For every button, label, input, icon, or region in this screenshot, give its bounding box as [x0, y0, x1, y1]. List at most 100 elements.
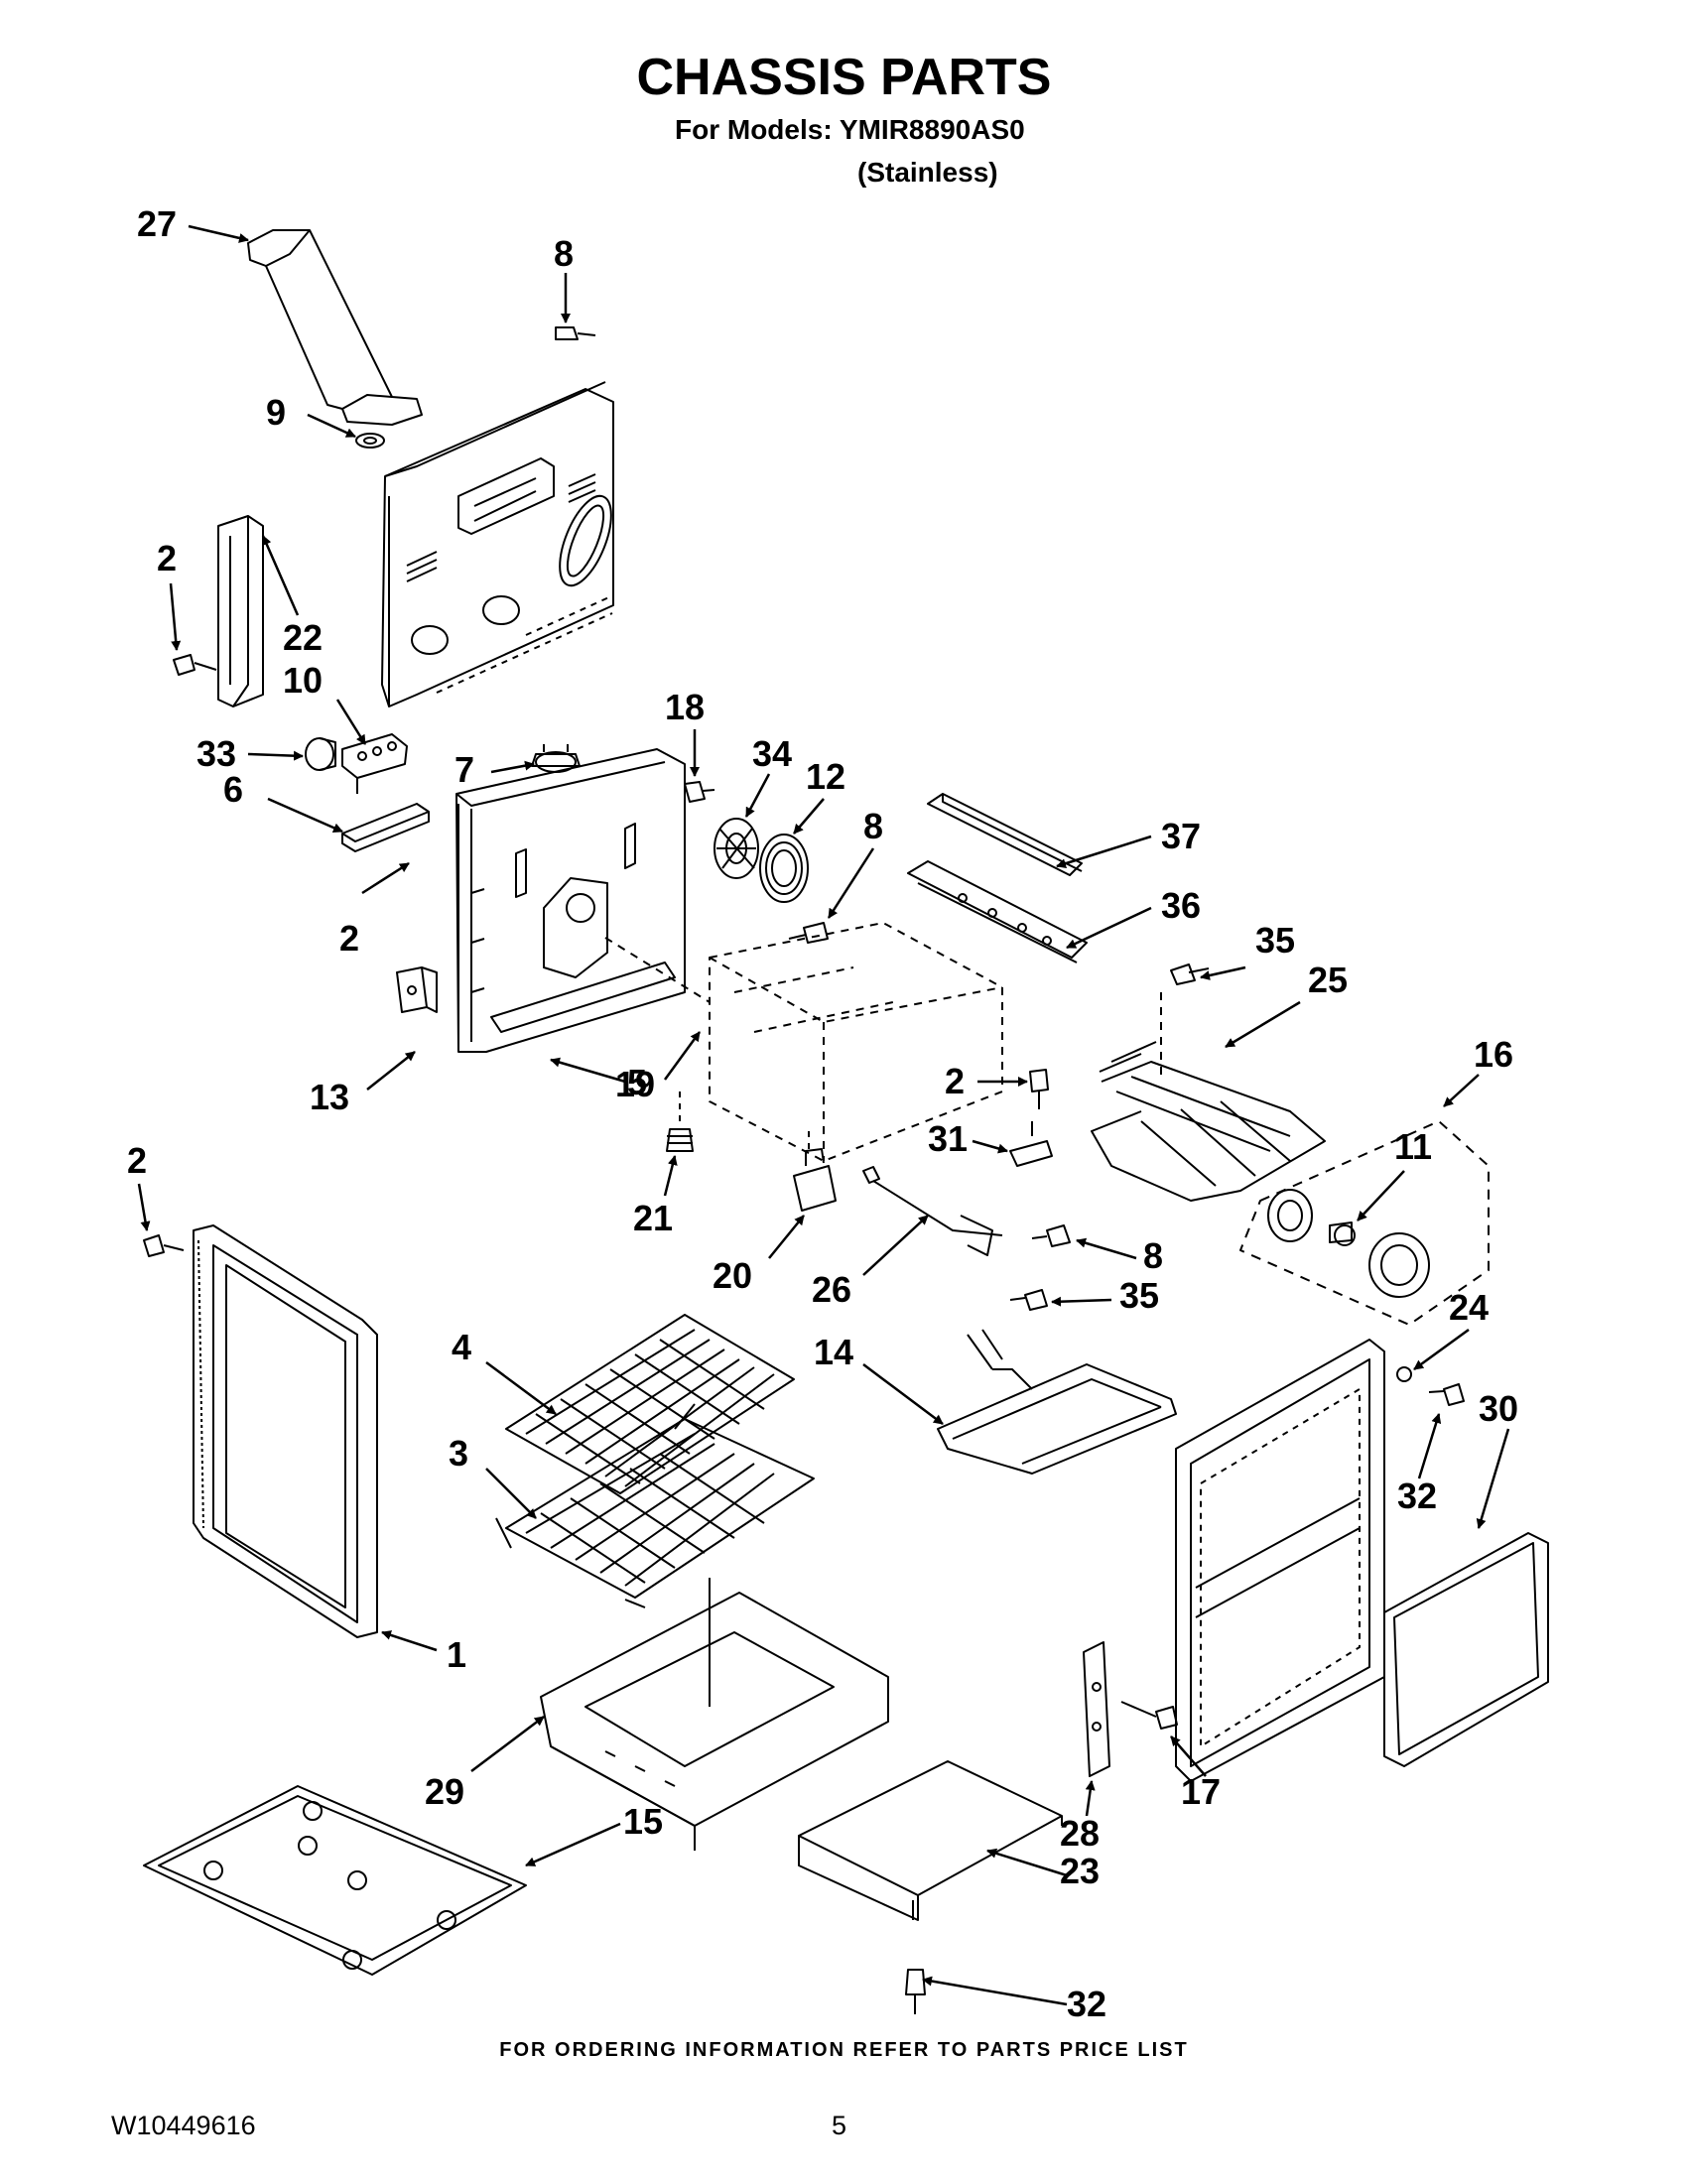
part-23-drawer-bottom — [798, 1760, 1063, 1921]
part-2-screw-middle — [1029, 1069, 1049, 1109]
page-title: CHASSIS PARTS — [636, 49, 1052, 106]
part-9-grommet — [355, 433, 385, 449]
leader-6 — [267, 797, 343, 834]
callout-20: 20 — [713, 1255, 752, 1296]
callout-10: 10 — [283, 660, 323, 701]
leader-29 — [470, 1716, 545, 1772]
leader-12 — [793, 798, 825, 835]
leader-15 — [525, 1822, 621, 1867]
part-8-screw-top — [555, 326, 596, 340]
leader-35a — [1200, 965, 1246, 980]
callout-22: 22 — [283, 617, 323, 658]
part-31-clip — [1009, 1121, 1053, 1167]
leader-21 — [663, 1155, 678, 1197]
callout-30: 30 — [1479, 1388, 1518, 1429]
leader-37 — [1056, 835, 1152, 869]
callout-33: 33 — [196, 733, 236, 774]
document-number: W10449616 — [111, 2111, 256, 2140]
callout-9: 9 — [266, 392, 286, 433]
callout-36: 36 — [1161, 885, 1201, 926]
part-15-drawer-pan — [143, 1785, 527, 1976]
callout-2: 2 — [945, 1061, 965, 1101]
part-36-bracket — [907, 860, 1088, 964]
callout-32: 32 — [1397, 1476, 1437, 1516]
part-16-light-assembly — [1239, 1120, 1490, 1326]
leader-22 — [261, 535, 300, 616]
leader-10 — [335, 699, 367, 745]
leader-28 — [1085, 1780, 1096, 1817]
callout-19: 19 — [615, 1064, 655, 1104]
callout-2: 2 — [127, 1140, 147, 1181]
part-22-side-bracket — [217, 515, 264, 707]
leader-19 — [663, 1031, 702, 1081]
part-6-channel — [341, 803, 430, 852]
callout-7: 7 — [454, 749, 474, 790]
leader-1 — [381, 1630, 438, 1652]
callout-3: 3 — [449, 1433, 468, 1474]
leader-2a — [169, 582, 182, 651]
leader-36 — [1066, 906, 1152, 950]
leader-30 — [1476, 1428, 1510, 1529]
callout-23: 23 — [1060, 1851, 1100, 1891]
part-29-drawer-frame — [540, 1578, 889, 1851]
part-27-bracket — [247, 229, 423, 426]
leader-16 — [1443, 1074, 1480, 1107]
part-35-screw-lower — [1009, 1289, 1048, 1311]
callout-35: 35 — [1119, 1275, 1159, 1316]
leader-27 — [188, 224, 249, 243]
callout-28: 28 — [1060, 1813, 1100, 1854]
leader-2b — [361, 861, 410, 895]
part-12-fan-cover — [759, 834, 809, 903]
callout-2: 2 — [157, 538, 177, 578]
part-18-sensor — [684, 781, 715, 803]
oven-front-frame — [455, 748, 686, 1053]
callout-37: 37 — [1161, 816, 1201, 856]
leader-24 — [1413, 1328, 1470, 1371]
callout-8: 8 — [554, 233, 574, 274]
part-17-screw — [1120, 1701, 1178, 1730]
leader-8b — [827, 847, 875, 919]
variant-label: (Stainless) — [857, 157, 998, 188]
part-33-knob — [305, 737, 336, 771]
part-20-latch — [793, 1131, 837, 1212]
leader-8c — [1076, 1237, 1137, 1260]
callout-11: 11 — [1394, 1126, 1432, 1167]
part-28-hinge-receiver — [1083, 1641, 1110, 1777]
part-30-gasket — [1383, 1532, 1549, 1767]
part-10-terminal-block — [341, 733, 408, 794]
leader-23 — [986, 1848, 1068, 1877]
models-line: For Models: YMIR8890AS0 — [675, 114, 1025, 145]
leader-31 — [972, 1139, 1008, 1154]
part-25-broil-element — [1091, 992, 1326, 1202]
callout-35: 35 — [1255, 920, 1295, 961]
part-8-screw-fan — [788, 922, 829, 944]
leader-33 — [247, 750, 304, 761]
leader-2d — [137, 1183, 151, 1231]
part-13-hinge — [396, 966, 438, 1013]
callout-17: 17 — [1181, 1771, 1221, 1812]
leader-5 — [550, 1057, 626, 1084]
leader-20 — [768, 1215, 805, 1259]
callout-4: 4 — [452, 1327, 471, 1367]
part-32-screw-bottom — [905, 1969, 926, 2014]
part-4-oven-rack — [505, 1314, 795, 1494]
leader-9 — [307, 413, 356, 439]
callout-8: 8 — [1143, 1235, 1163, 1276]
leader-17 — [1170, 1735, 1207, 1777]
callout-25: 25 — [1308, 960, 1348, 1000]
part-37-strip — [927, 793, 1083, 876]
page-number: 5 — [832, 2111, 847, 2140]
callout-12: 12 — [806, 756, 845, 797]
callout-31: 31 — [928, 1118, 968, 1159]
leader-26 — [862, 1215, 929, 1276]
leader-32b — [922, 1976, 1068, 2006]
callout-1: 1 — [447, 1634, 466, 1675]
callout-5: 5 — [627, 1062, 647, 1102]
callout-32: 32 — [1067, 1984, 1106, 2024]
callout-16: 16 — [1474, 1034, 1513, 1075]
callout-8: 8 — [863, 806, 883, 846]
part-32-screw-right — [1428, 1383, 1465, 1406]
leader-35b — [1051, 1296, 1112, 1307]
leader-11 — [1357, 1170, 1405, 1221]
